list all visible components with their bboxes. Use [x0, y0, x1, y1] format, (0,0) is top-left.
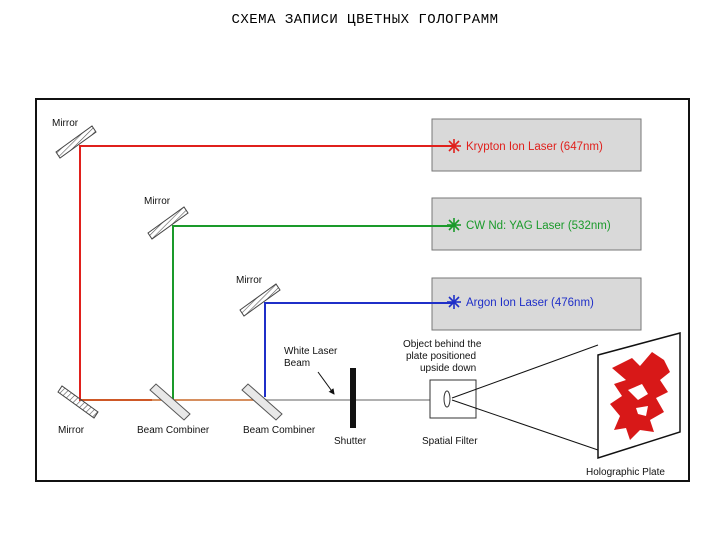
shutter — [350, 368, 356, 428]
bottom-left-mirror — [57, 385, 99, 419]
middle-mirror — [147, 206, 189, 240]
spatial-filter-box — [429, 379, 477, 419]
holographic-plate-label: Holographic Plate — [586, 467, 665, 478]
beam-combiner-label-1: Beam Combiner — [137, 425, 210, 436]
beam-combiner-1 — [149, 383, 191, 421]
krypton-laser-label: Krypton Ion Laser (647nm) — [466, 141, 603, 153]
slide-title: СХЕМА ЗАПИСИ ЦВЕТНЫХ ГОЛОГРАММ — [231, 12, 499, 28]
yag-laser-emitter — [447, 218, 461, 232]
lower-mirror — [239, 283, 281, 317]
mirror-label-middle: Mirror — [144, 196, 171, 207]
mirror-label-lower: Mirror — [236, 275, 263, 286]
beam-combiner-label-2: Beam Combiner — [243, 425, 316, 436]
top-left-mirror — [55, 125, 97, 159]
krypton-laser-emitter — [447, 139, 461, 153]
spatial-filter-lens — [443, 390, 451, 408]
spatial-filter-label: Spatial Filter — [422, 436, 478, 447]
white-beam-label-line1: White Laser — [284, 346, 338, 357]
yag-laser-label: CW Nd: YAG Laser (532nm) — [466, 220, 611, 232]
green-beam — [172, 225, 454, 400]
white-beam-arrow — [317, 371, 335, 395]
yag-laser-box — [431, 197, 642, 251]
object-label-line3: upside down — [420, 363, 476, 374]
diverging-beam-lower — [451, 399, 599, 451]
krypton-laser-box — [431, 118, 642, 172]
white-beam-label-line2: Beam — [284, 358, 310, 369]
object-label-line2: plate positioned — [406, 351, 476, 362]
diverging-beam-upper — [451, 344, 599, 399]
object-label-line1: Object behind the — [403, 339, 482, 350]
argon-laser-label: Argon Ion Laser (476nm) — [466, 297, 594, 309]
shutter-label: Shutter — [334, 436, 367, 447]
mirror-label-bottom: Mirror — [58, 425, 85, 436]
holographic-plate — [597, 332, 681, 460]
argon-laser-emitter — [447, 295, 461, 309]
beam-combiner-2 — [241, 383, 283, 421]
blue-beam — [264, 302, 454, 397]
argon-laser-box — [431, 277, 642, 331]
mirror-label-top: Mirror — [52, 118, 79, 129]
